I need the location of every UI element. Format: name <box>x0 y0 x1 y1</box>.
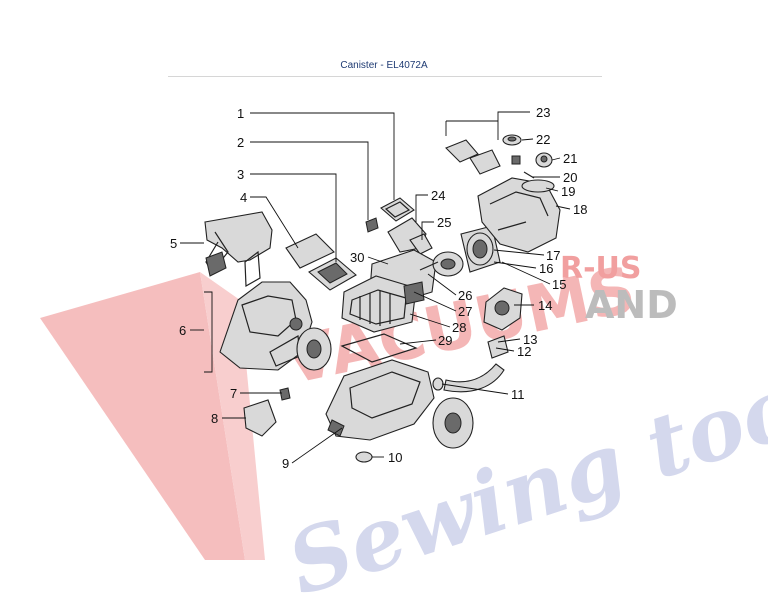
part-8-door <box>243 399 277 437</box>
part-11-hose <box>432 363 505 393</box>
part-17-motor-ring <box>460 225 501 273</box>
callout-5: 5 <box>170 236 177 251</box>
part-10-caster <box>355 451 373 463</box>
part-9-base <box>325 359 435 441</box>
callout-8: 8 <box>211 411 218 426</box>
callout-1: 1 <box>237 106 244 121</box>
part-1-filter <box>380 197 415 222</box>
callout-6: 6 <box>179 323 186 338</box>
callout-20: 20 <box>563 170 577 185</box>
part-5-handle <box>204 211 273 288</box>
part-2-latch <box>365 217 379 233</box>
callout-2: 2 <box>237 135 244 150</box>
callout-14: 14 <box>538 298 552 313</box>
callout-21: 21 <box>563 151 577 166</box>
part-28-dust-box <box>341 275 425 333</box>
watermark-and: AND <box>585 283 678 327</box>
title-divider <box>168 76 602 77</box>
parts-art <box>204 134 561 463</box>
callout-11: 11 <box>511 387 525 402</box>
callout-19: 19 <box>561 184 575 199</box>
part-3-filter-frame <box>308 257 357 291</box>
callout-17: 17 <box>546 248 560 263</box>
callout-12: 12 <box>517 344 531 359</box>
callout-24: 24 <box>431 188 445 203</box>
watermark-red-v <box>40 272 245 560</box>
watermark-r-us: R-US <box>560 251 642 286</box>
part-18-rear-housing <box>477 177 561 253</box>
callout-26: 26 <box>458 288 472 303</box>
page-title: Canister - EL4072A <box>340 60 428 71</box>
callout-7: 7 <box>230 386 237 401</box>
part-25-clip <box>409 233 433 255</box>
callout-numbers: 1 2 3 4 5 6 7 8 9 10 11 12 13 14 15 16 1… <box>170 105 587 471</box>
part-wheel-left <box>296 327 332 371</box>
part-4-filter <box>285 233 335 269</box>
callout-27: 27 <box>458 304 472 319</box>
part-6-cover <box>219 281 313 371</box>
callout-28: 28 <box>452 320 466 335</box>
callout-22: 22 <box>536 132 550 147</box>
callout-29: 29 <box>438 333 452 348</box>
watermark-red-v-stroke <box>200 272 265 560</box>
part-14-switch <box>483 287 523 331</box>
part-19-20-21-22 <box>502 134 555 193</box>
callout-30: 30 <box>350 250 364 265</box>
callout-10: 10 <box>388 450 402 465</box>
callout-18: 18 <box>573 202 587 217</box>
callout-13: 13 <box>523 332 537 347</box>
part-23-plug <box>445 139 501 175</box>
callout-23: 23 <box>536 105 550 120</box>
callout-9: 9 <box>282 456 289 471</box>
callout-4: 4 <box>240 190 247 205</box>
part-29-filter <box>340 333 418 363</box>
callout-25: 25 <box>437 215 451 230</box>
part-wheel-right <box>432 397 474 449</box>
callout-3: 3 <box>237 167 244 182</box>
leader-lines <box>180 111 571 464</box>
callout-15: 15 <box>552 277 566 292</box>
part-7-pin <box>279 387 291 401</box>
callout-16: 16 <box>539 261 553 276</box>
